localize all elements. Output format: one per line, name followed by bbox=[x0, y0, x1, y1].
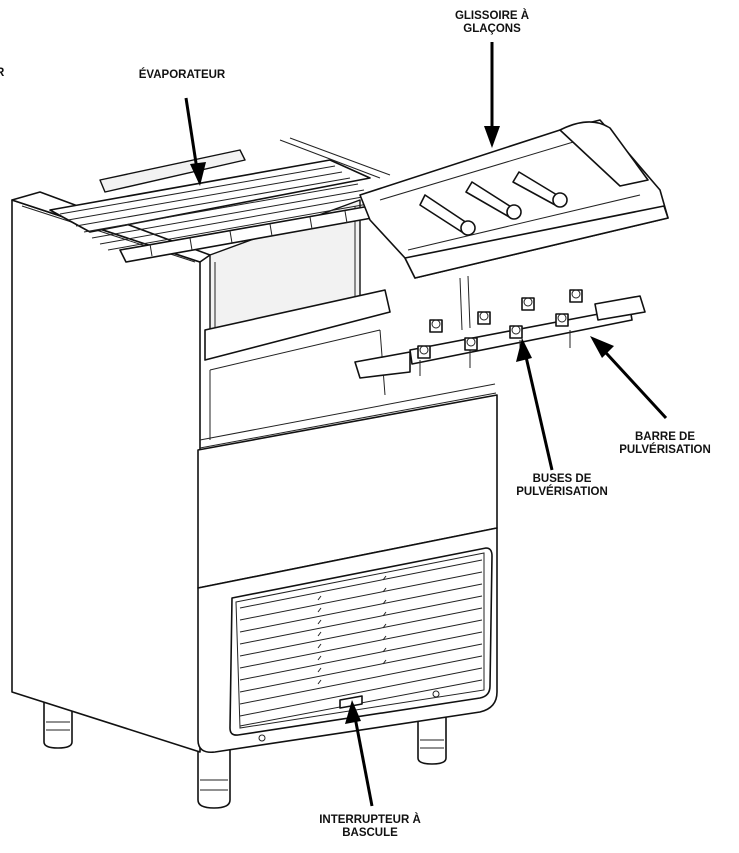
cabinet bbox=[11, 191, 498, 754]
spray-bar bbox=[354, 289, 646, 379]
ice-chute bbox=[359, 119, 669, 331]
arrow-evaporator bbox=[184, 97, 206, 186]
label-evaporator: ÉVAPORATEUR bbox=[138, 69, 226, 81]
spray-nozzles bbox=[417, 289, 583, 359]
label-toggle-switch: INTERRUPTEUR À BASCULE bbox=[319, 814, 421, 839]
label-spray-bar: BARRE DE PULVÉRISATION bbox=[619, 431, 711, 456]
arrow-toggle-switch bbox=[345, 700, 374, 807]
label-spray-nozzles: BUSES DE PULVÉRISATION bbox=[516, 473, 608, 498]
leader-arrows bbox=[184, 42, 668, 807]
evaporator bbox=[49, 137, 391, 263]
arrow-ice-chute bbox=[484, 42, 500, 148]
label-ice-chute: GLISSOIRE À GLAÇONS bbox=[454, 10, 530, 35]
arrow-spray-nozzles bbox=[516, 338, 554, 471]
arrow-spray-bar bbox=[590, 336, 668, 420]
label-edge-fragment: R bbox=[0, 67, 5, 79]
